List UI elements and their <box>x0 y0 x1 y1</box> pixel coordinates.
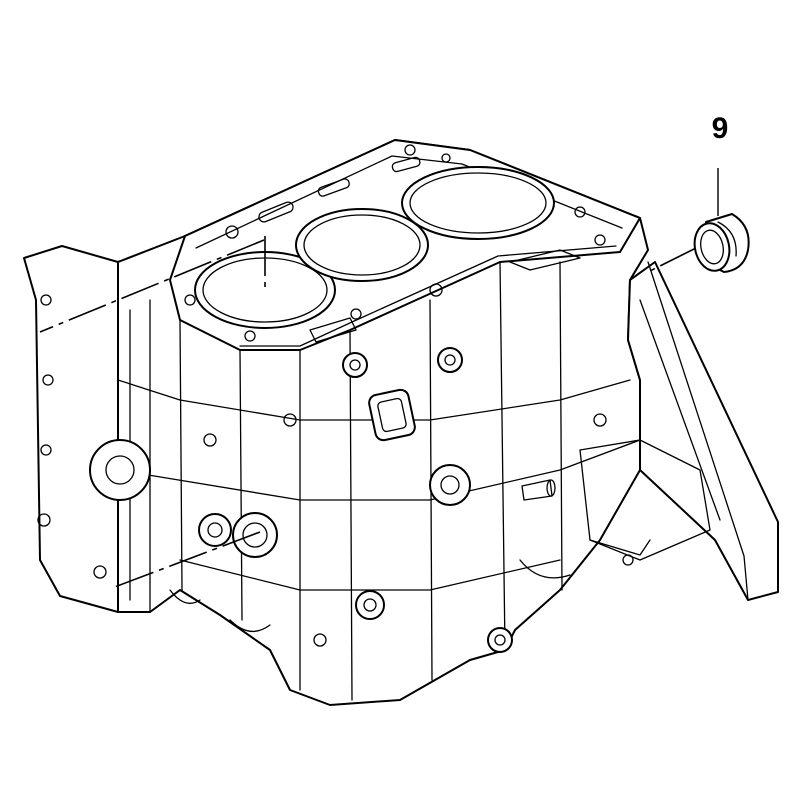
upper-axis-line <box>39 239 265 333</box>
boss-8 <box>487 627 513 653</box>
boss-3 <box>198 513 232 547</box>
boss-7 <box>355 590 385 620</box>
boss-4 <box>429 464 471 506</box>
engine-block <box>23 139 779 706</box>
callout-label-9: 9 <box>711 112 729 145</box>
cylinder-bore-3 <box>401 166 555 240</box>
cylinder-bore-2 <box>295 208 429 282</box>
center-lines <box>39 236 697 589</box>
boss-2 <box>232 512 278 558</box>
lower-axis-line <box>111 531 261 589</box>
boss-1 <box>89 439 151 501</box>
plug-axis-line <box>647 247 697 273</box>
plug-part <box>693 213 750 273</box>
boss-5 <box>342 352 368 378</box>
port-flange <box>368 388 416 442</box>
boss-6 <box>437 347 463 373</box>
